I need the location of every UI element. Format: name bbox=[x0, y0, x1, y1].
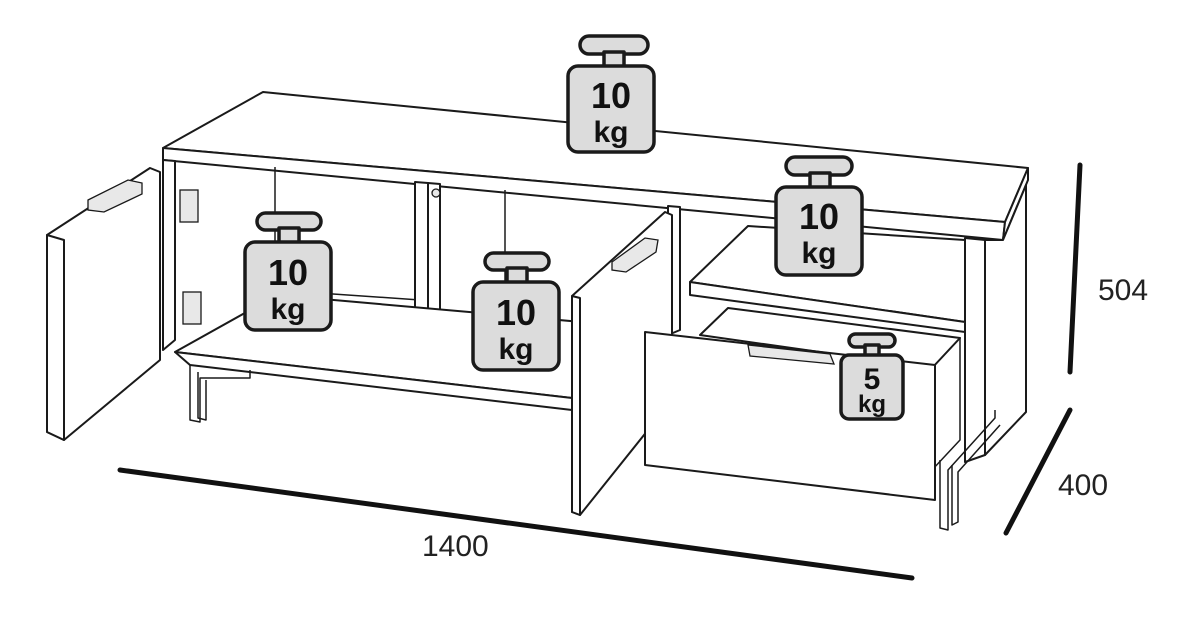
cabinet-top-side-edge bbox=[1002, 167, 1029, 241]
width-dimension-line bbox=[117, 467, 915, 581]
drawer-handle bbox=[747, 344, 835, 365]
right-shelf-load-value: 10 bbox=[799, 196, 839, 237]
left-side-panel bbox=[162, 159, 176, 351]
left-leg-inner bbox=[197, 372, 207, 421]
width-dimension-label: 1400 bbox=[422, 530, 489, 563]
left-leg bbox=[189, 365, 251, 423]
right-leg-inner bbox=[951, 424, 1001, 526]
height-dimension-line bbox=[1067, 162, 1083, 375]
middle-compartment-load-unit: kg bbox=[498, 333, 533, 366]
left-compartment-load-value: 10 bbox=[268, 252, 308, 293]
drawer-load-value: 5 bbox=[864, 363, 881, 396]
right-leg bbox=[939, 410, 996, 531]
depth-dimension-line bbox=[1003, 407, 1073, 536]
right-shelf-front bbox=[689, 281, 966, 333]
weight-icon: 10 kg bbox=[471, 251, 561, 372]
weight-icon: 10 kg bbox=[774, 155, 864, 277]
right-shelf-load-unit: kg bbox=[801, 237, 836, 270]
cabinet-right-side-panel bbox=[964, 237, 986, 463]
drawer-load-unit: kg bbox=[858, 391, 886, 418]
left-door-handle bbox=[87, 179, 143, 213]
middle-door-handle bbox=[611, 237, 659, 273]
weight-icon: 10 kg bbox=[243, 211, 333, 332]
cabinet-right-outer-panel bbox=[984, 184, 1027, 456]
top-load-value: 10 bbox=[591, 75, 631, 116]
top-load-unit: kg bbox=[593, 116, 628, 149]
middle-door-face bbox=[571, 295, 581, 516]
lower-hinge bbox=[182, 291, 202, 325]
shelf-pin bbox=[431, 188, 441, 198]
weight-icon: 10 kg bbox=[566, 34, 656, 154]
weight-icon: 5 kg bbox=[839, 332, 905, 421]
left-compartment-load-unit: kg bbox=[270, 293, 305, 326]
height-dimension-label: 504 bbox=[1098, 274, 1148, 307]
middle-compartment-load-value: 10 bbox=[496, 292, 536, 333]
left-door-face bbox=[46, 234, 65, 441]
upper-hinge bbox=[179, 189, 199, 223]
depth-dimension-label: 400 bbox=[1058, 469, 1108, 502]
